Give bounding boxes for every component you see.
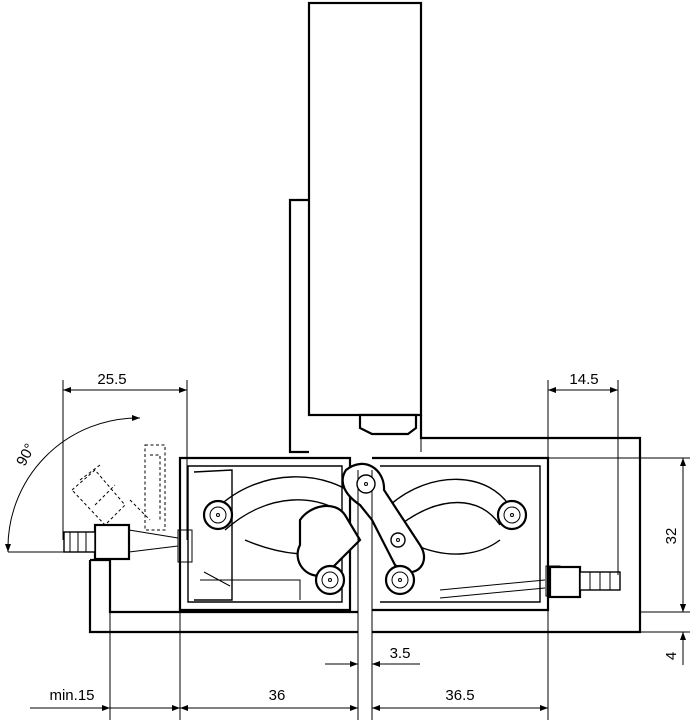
dim-text-36: 36 <box>269 687 286 704</box>
dimension-lines <box>5 380 690 720</box>
dim-text-4: 4 <box>663 652 680 660</box>
dim-text-14-5: 14.5 <box>569 371 598 388</box>
pin-right-top <box>496 499 528 531</box>
pivot-pins <box>202 474 528 596</box>
dim-text-min15: min.15 <box>49 687 94 704</box>
pin-bottom-left <box>314 564 346 596</box>
door-leaf <box>288 1 423 454</box>
pin-center-top <box>356 474 376 494</box>
dim-text-25-5: 25.5 <box>97 371 126 388</box>
dim-text-36-5: 36.5 <box>445 687 474 704</box>
pin-bottom-right <box>384 564 416 596</box>
dim-text-3-5: 3.5 <box>390 645 411 662</box>
screw-ghost-90 <box>71 444 166 531</box>
dim-text-90: 90° <box>13 441 39 469</box>
screw-left <box>63 523 179 561</box>
screw-right <box>548 565 621 599</box>
pin-mid <box>390 532 406 548</box>
dim-text-32: 32 <box>663 528 680 545</box>
frame-jamb <box>372 415 642 634</box>
pin-left-top <box>202 499 234 531</box>
